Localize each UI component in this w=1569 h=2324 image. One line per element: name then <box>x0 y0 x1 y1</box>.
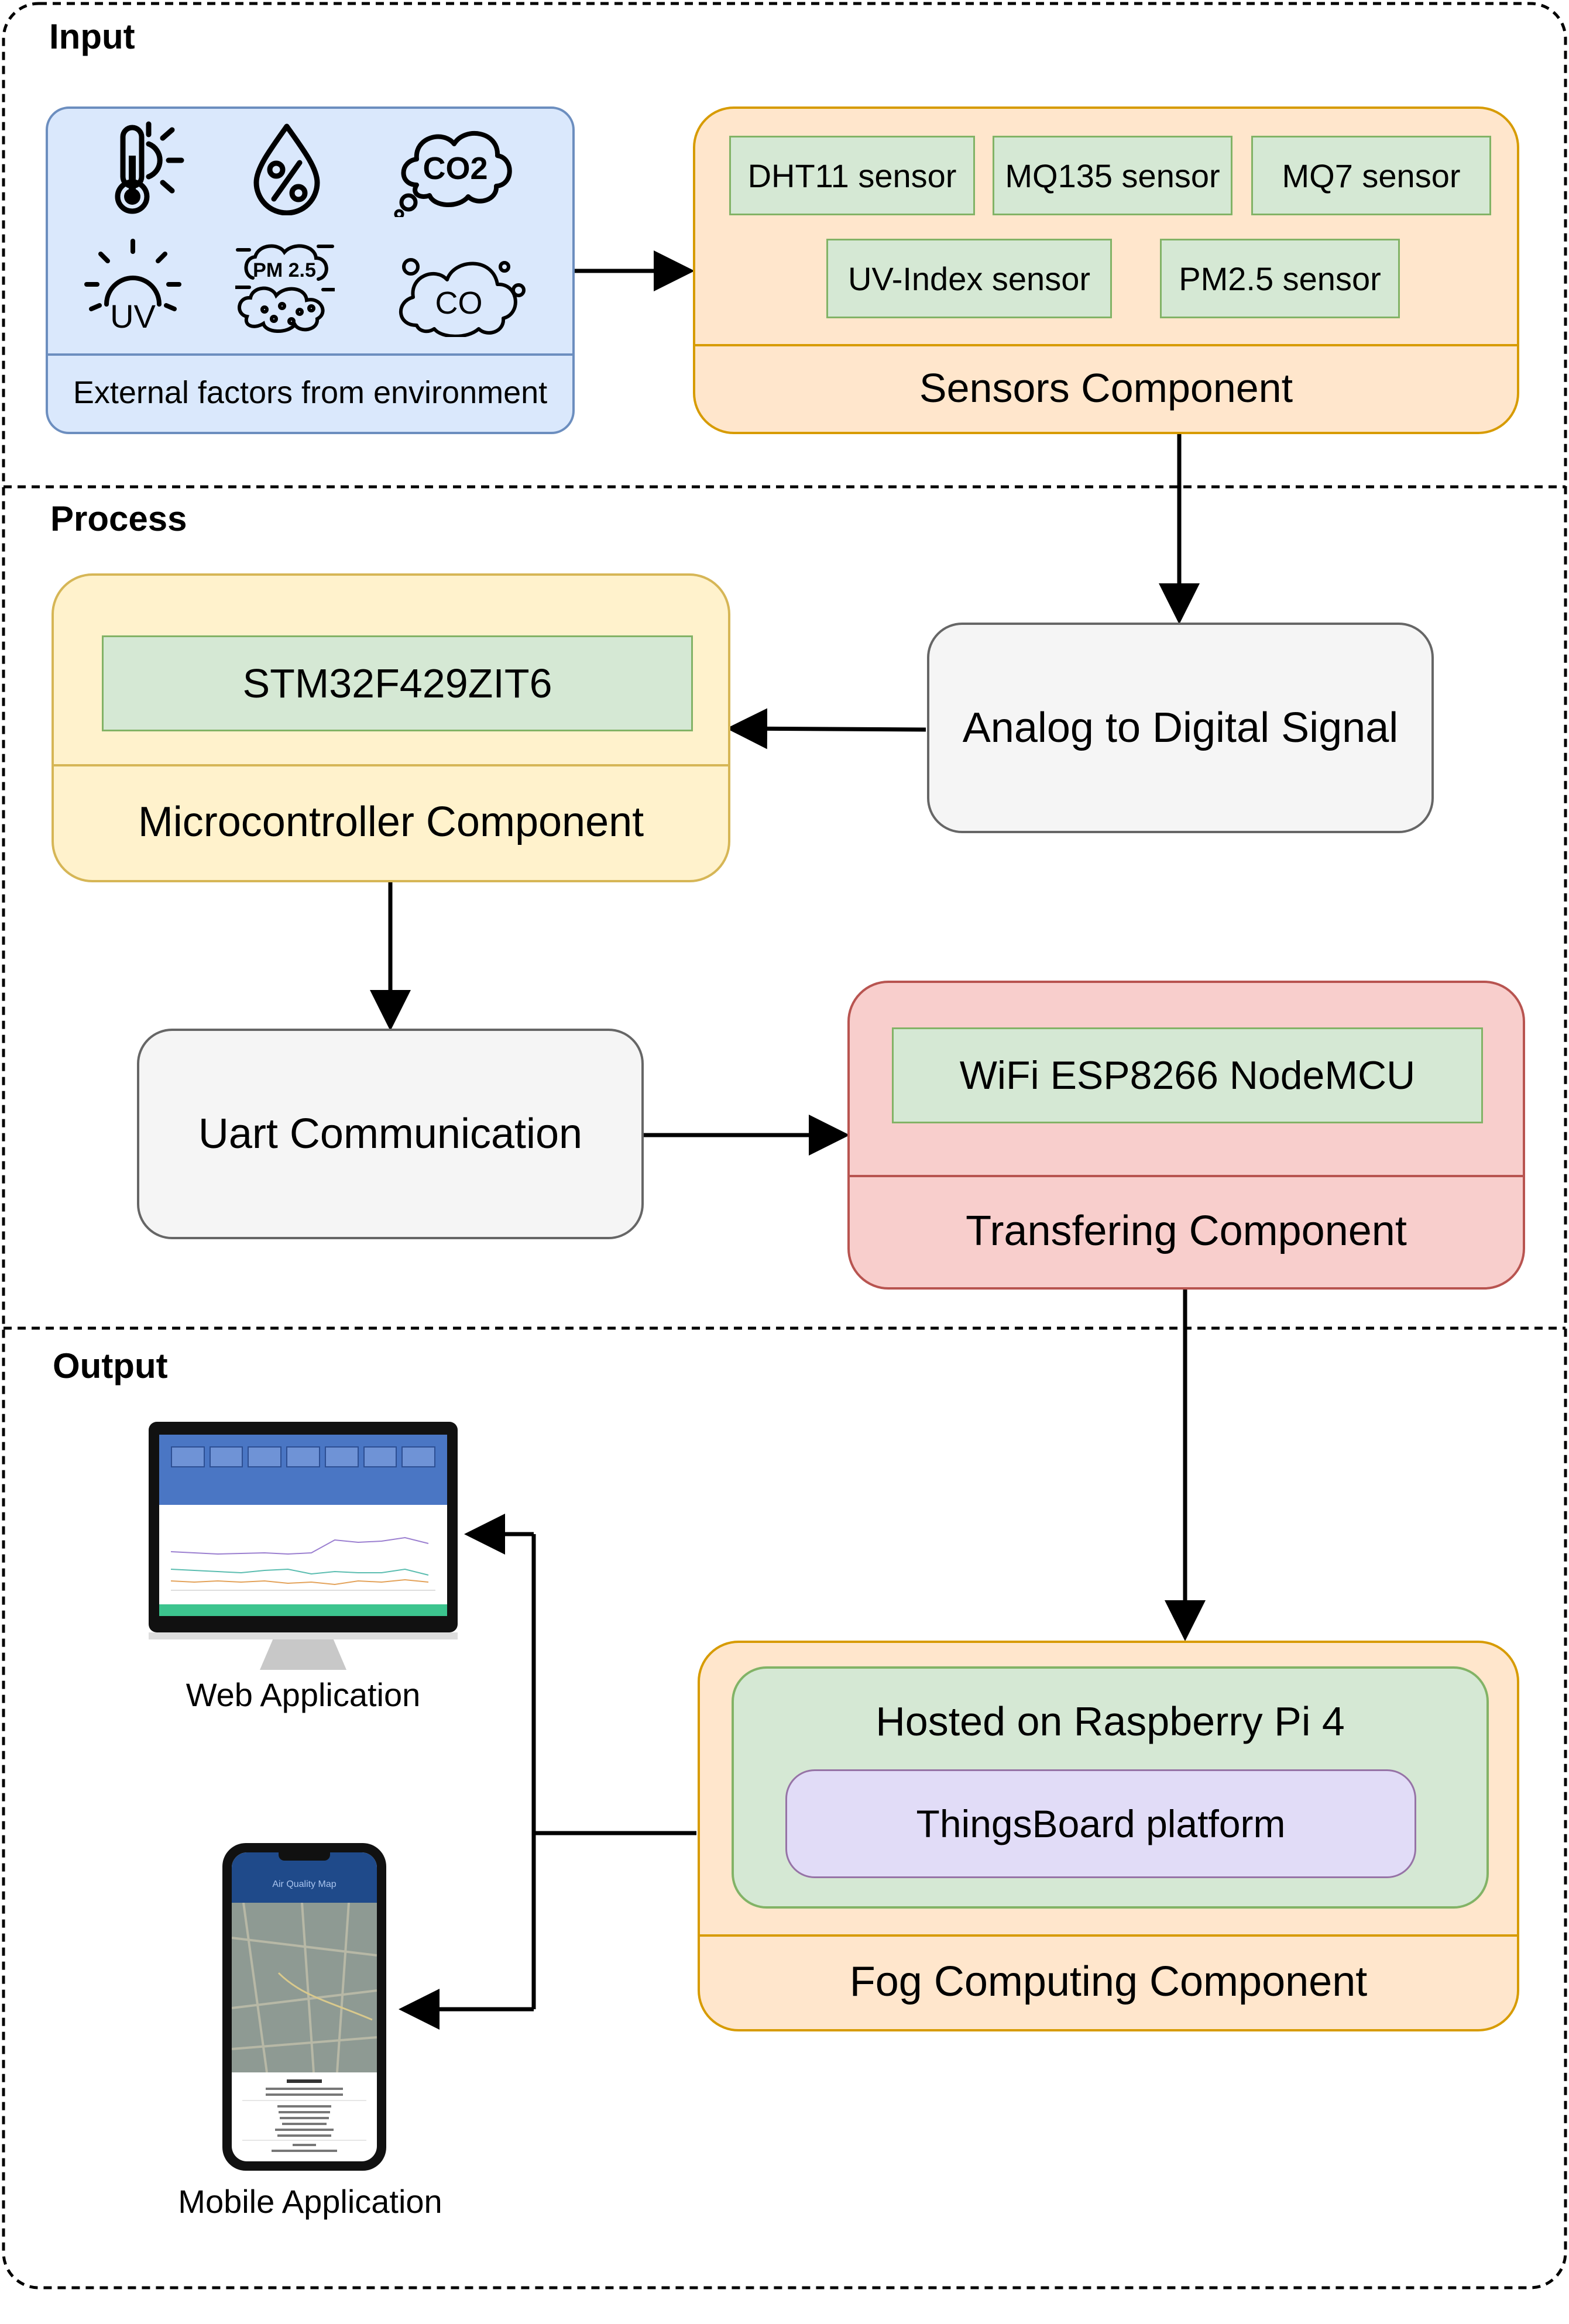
uart-process-box: Uart Communication <box>137 1029 644 1239</box>
mobile-app-header-title: Air Quality Map <box>272 1879 337 1889</box>
sensors-divider <box>695 344 1517 346</box>
web-app-cards <box>171 1446 436 1467</box>
uv-icon-label: UV <box>110 298 156 332</box>
mobile-app-phone: Air Quality Map <box>222 1843 386 2171</box>
wifi-module: WiFi ESP8266 NodeMCU <box>892 1027 1483 1123</box>
monitor-stand <box>260 1639 346 1670</box>
section-title-input: Input <box>49 17 135 56</box>
web-app-label: Web Application <box>186 1676 421 1713</box>
pm25-icon-label: PM 2.5 <box>253 259 316 281</box>
mobile-app-screen: Air Quality Map <box>232 1852 377 2161</box>
web-app-monitor <box>149 1422 458 1670</box>
co2-icon-label: CO2 <box>423 151 487 186</box>
arrow-adc-to-mcu <box>726 708 926 750</box>
environment-box: External factors from environment <box>46 106 575 434</box>
transfering-component-title: Transfering Component <box>966 1208 1407 1254</box>
sensor-pm25: PM2.5 sensor <box>1160 239 1400 318</box>
mobile-app-info-panel <box>236 2075 372 2157</box>
sensor-mq135: MQ135 sensor <box>993 136 1232 215</box>
co-cloud-icon: CO <box>399 258 526 337</box>
adc-process-box: Analog to Digital Signal <box>927 623 1434 833</box>
co2-cloud-icon: CO2 <box>394 131 512 217</box>
uv-sun-icon: UV <box>84 239 181 332</box>
environment-divider <box>48 353 572 356</box>
sensor-uv-index: UV-Index sensor <box>826 239 1112 318</box>
web-app-chart <box>171 1536 435 1591</box>
monitor-chin <box>149 1632 458 1639</box>
mobile-info-text-lines <box>242 2079 366 2152</box>
section-title-process: Process <box>50 499 187 538</box>
mobile-map-roads <box>232 1902 377 2073</box>
humidity-drop-icon <box>253 123 320 215</box>
fog-computing-component-title: Fog Computing Component <box>849 1958 1368 2005</box>
environment-label: External factors from environment <box>73 375 548 410</box>
fog-divider <box>700 1934 1517 1937</box>
mobile-app-label: Mobile Application <box>178 2183 442 2220</box>
microcontroller-component-title: Microcontroller Component <box>138 799 644 845</box>
section-title-output: Output <box>53 1346 168 1386</box>
sensor-dht11: DHT11 sensor <box>729 136 975 215</box>
transfering-divider <box>850 1175 1523 1177</box>
web-app-screen <box>159 1435 447 1616</box>
thermometer-sun-icon <box>115 121 184 214</box>
web-app-footer <box>159 1604 447 1616</box>
web-app-header <box>159 1435 447 1505</box>
thingsboard-platform-box: ThingsBoard platform <box>785 1769 1416 1878</box>
pm25-cloud-icon: PM 2.5 <box>235 244 335 334</box>
co-icon-label: CO <box>435 286 483 321</box>
sensors-component-title: Sensors Component <box>919 365 1293 411</box>
sensor-mq7: MQ7 sensor <box>1251 136 1491 215</box>
mobile-app-header: Air Quality Map <box>232 1852 377 1903</box>
microcontroller-divider <box>54 764 728 766</box>
phone-notch <box>279 1852 330 1861</box>
microcontroller-chip: STM32F429ZIT6 <box>102 635 693 731</box>
raspberry-pi-host-label: Hosted on Raspberry Pi 4 <box>876 1699 1345 1744</box>
mobile-app-map <box>232 1902 377 2073</box>
